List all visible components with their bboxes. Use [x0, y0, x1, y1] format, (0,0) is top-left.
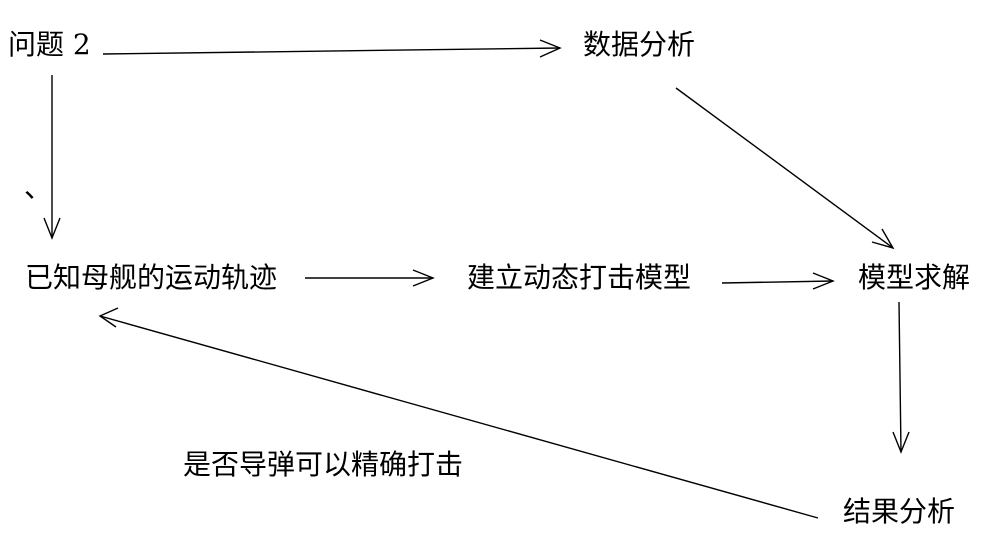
stray-mark: 、: [24, 171, 53, 204]
arrow-result-to-trajectory: [98, 307, 819, 519]
node-known-trajectory: 已知母舰的运动轨迹: [25, 261, 278, 294]
arrow-solve-to-result: [892, 301, 910, 454]
node-build-model: 建立动态打击模型: [467, 261, 692, 294]
arrow-problem-to-data-analysis: [102, 39, 562, 58]
node-solve-model: 模型求解: [858, 261, 971, 294]
arrow-data-analysis-to-solve: [675, 87, 895, 250]
node-data-analysis: 数据分析: [583, 28, 696, 61]
arrow-trajectory-to-model: [305, 269, 435, 287]
label-precise-strike-question: 是否导弹可以精确打击: [183, 448, 464, 481]
arrow-model-to-solve: [721, 272, 835, 290]
node-problem-2: 问题 2: [8, 28, 91, 61]
node-result-analysis: 结果分析: [843, 495, 956, 528]
arrow-problem-to-trajectory: [43, 75, 61, 240]
